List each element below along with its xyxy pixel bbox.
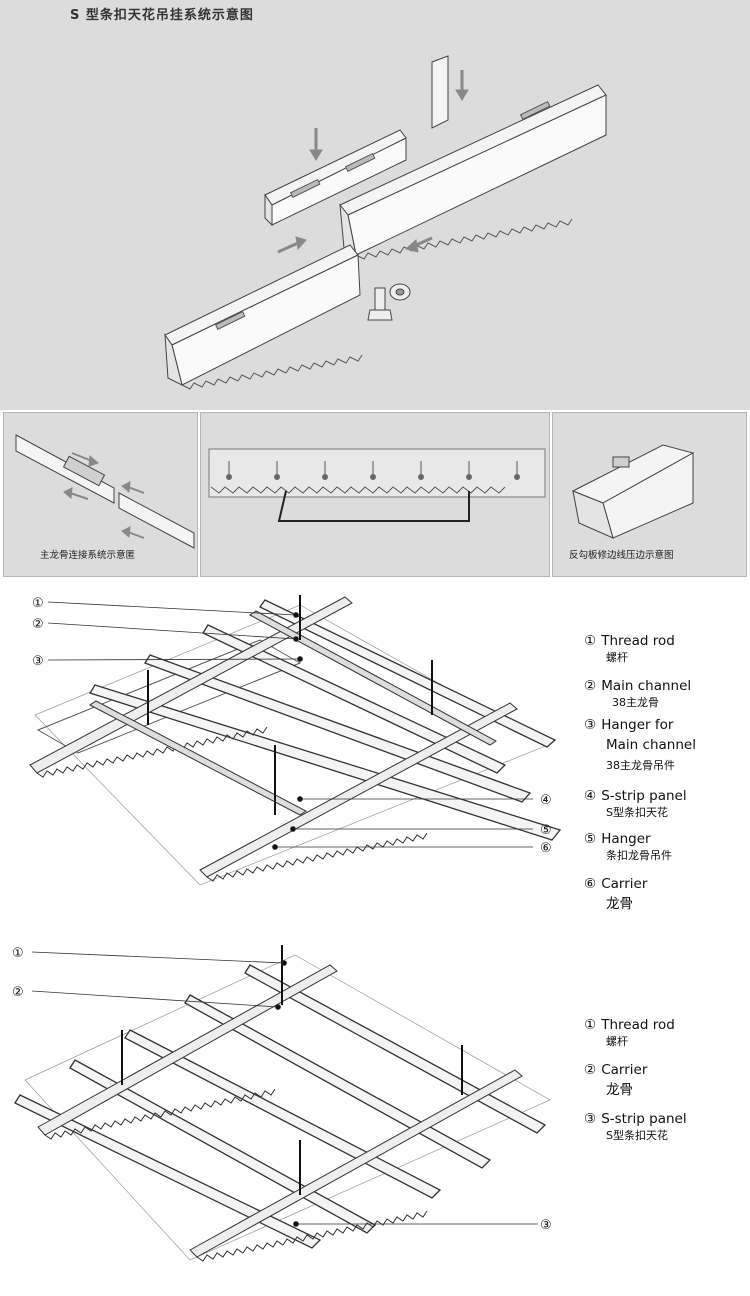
main-channel-connection-box: 主龙骨连接系统示意匿 bbox=[3, 412, 198, 577]
exploded-view-panel: S 型条扣天花吊挂系统示意图 bbox=[0, 0, 750, 410]
panel-hanging-detail-illustration bbox=[208, 448, 546, 522]
callout-6: ⑥ bbox=[540, 841, 552, 856]
panel-outline bbox=[34, 604, 549, 886]
legend-1-item-5: ⑤ Hanger 条扣龙骨吊件 bbox=[584, 831, 672, 862]
legend-1-item-1: ① Thread rod 螺杆 bbox=[584, 633, 675, 664]
main-channels bbox=[89, 610, 497, 816]
panel-profile-line bbox=[277, 490, 470, 522]
assembly-arrows bbox=[277, 70, 469, 254]
callout-5: ⑤ bbox=[540, 823, 552, 838]
legend-2-item-3: ③ S-strip panel S型条扣天花 bbox=[584, 1111, 687, 1142]
ceiling-system-diagram-1: ① ② ③ ④ ⑤ ⑥ bbox=[29, 595, 562, 886]
legend-1-item-6: ⑥ Carrier 龙骨 bbox=[584, 876, 648, 912]
edge-press-illustration bbox=[571, 444, 695, 539]
legend-2-item-2: ② Carrier 龙骨 bbox=[584, 1062, 648, 1098]
legend-2: ① Thread rod 螺杆 ② Carrier 龙骨 ③ S-strip p… bbox=[584, 1014, 749, 1143]
legend-1-item-4: ④ S-strip panel S型条扣天花 bbox=[584, 788, 687, 819]
callout-1: ① bbox=[32, 596, 44, 611]
carriers bbox=[29, 596, 518, 882]
legend-1: ① Thread rod 螺杆 ② Main channel 38主龙骨 ③ H… bbox=[584, 630, 749, 912]
thread-rods-2 bbox=[121, 945, 463, 1195]
edge-press-box: 反勾板修边线压边示意图 bbox=[552, 412, 747, 577]
callout2-3: ③ bbox=[540, 1218, 552, 1233]
carrier-teeth bbox=[181, 218, 573, 390]
main-connect-caption: 主龙骨连接系统示意匿 bbox=[40, 550, 136, 561]
callout-4: ④ bbox=[540, 793, 552, 808]
callout-3: ③ bbox=[32, 654, 44, 669]
legend-2-item-1: ① Thread rod 螺杆 bbox=[584, 1017, 675, 1048]
main-channel-connection-illustration bbox=[15, 434, 195, 549]
bolt-and-nut bbox=[367, 283, 411, 321]
page-title: S 型条扣天花吊挂系统示意图 bbox=[70, 8, 254, 23]
legend-1-item-3: ③ Hanger for Main channel 38主龙骨吊件 bbox=[584, 717, 696, 772]
callout2-2: ② bbox=[12, 985, 24, 1000]
legend-1-item-2: ② Main channel 38主龙骨 bbox=[584, 678, 692, 709]
edge-press-caption: 反勾板修边线压边示意图 bbox=[569, 550, 674, 561]
callout2-1: ① bbox=[12, 946, 24, 961]
exploded-hardware-illustration bbox=[164, 55, 607, 390]
ceiling-system-diagram-2: ① ② ③ bbox=[12, 945, 552, 1262]
panel-hanging-detail-box bbox=[200, 412, 550, 577]
hanger-plate bbox=[431, 55, 449, 129]
thread-rods bbox=[147, 595, 433, 815]
panel-outline-2 bbox=[24, 954, 551, 1261]
callout-2: ② bbox=[32, 617, 44, 632]
carrier-side-face bbox=[347, 94, 607, 256]
carriers-2 bbox=[37, 964, 523, 1262]
